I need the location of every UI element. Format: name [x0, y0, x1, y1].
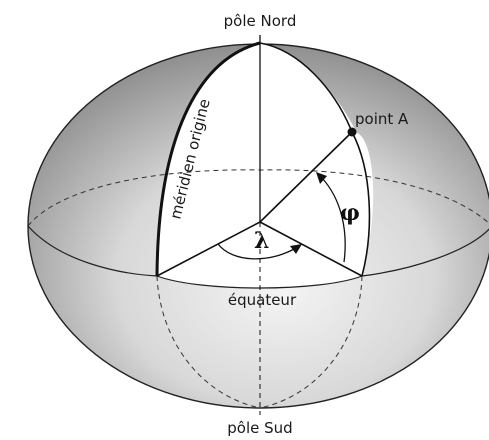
equator-front	[27, 225, 158, 277]
point-a-label: point A	[355, 110, 409, 128]
radius-to-point-a	[259, 131, 353, 223]
equator-front-right	[361, 228, 489, 277]
longitude-arc	[217, 243, 297, 260]
longitude-arrowhead	[290, 244, 302, 254]
radius-meridian-a	[259, 221, 363, 277]
north-pole-label: pôle Nord	[224, 12, 297, 30]
cutaway-face	[157, 43, 374, 276]
longitude-symbol: λ	[254, 228, 269, 254]
latitude-symbol: φ	[340, 200, 360, 226]
equator-label: équateur	[228, 291, 297, 309]
equatorial-plane-shade	[157, 222, 362, 288]
meridian-lower-left-dashed	[156, 275, 261, 409]
radius-prime	[156, 221, 261, 277]
meridian-lower-right-dashed	[259, 275, 363, 409]
latitude-arrowhead	[316, 172, 327, 184]
south-pole-label: pôle Sud	[227, 419, 292, 437]
point-a-marker	[347, 127, 357, 137]
latitude-arc	[321, 177, 346, 263]
prime-meridian-line	[155, 41, 261, 277]
